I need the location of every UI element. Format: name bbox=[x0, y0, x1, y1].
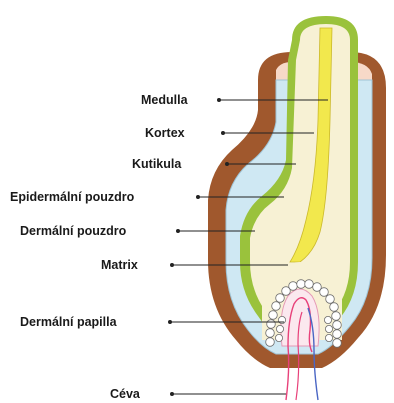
label-epidermalni-pouzdro: Epidermální pouzdro bbox=[10, 190, 135, 204]
label-medulla: Medulla bbox=[141, 93, 189, 107]
label-matrix: Matrix bbox=[101, 258, 138, 272]
label-kortex: Kortex bbox=[145, 126, 185, 140]
label-kutikula: Kutikula bbox=[132, 157, 182, 171]
label-dermalni-papilla: Dermální papilla bbox=[20, 315, 118, 329]
label-dermalni-pouzdro: Dermální pouzdro bbox=[20, 224, 127, 238]
label-ceva: Céva bbox=[110, 387, 141, 401]
